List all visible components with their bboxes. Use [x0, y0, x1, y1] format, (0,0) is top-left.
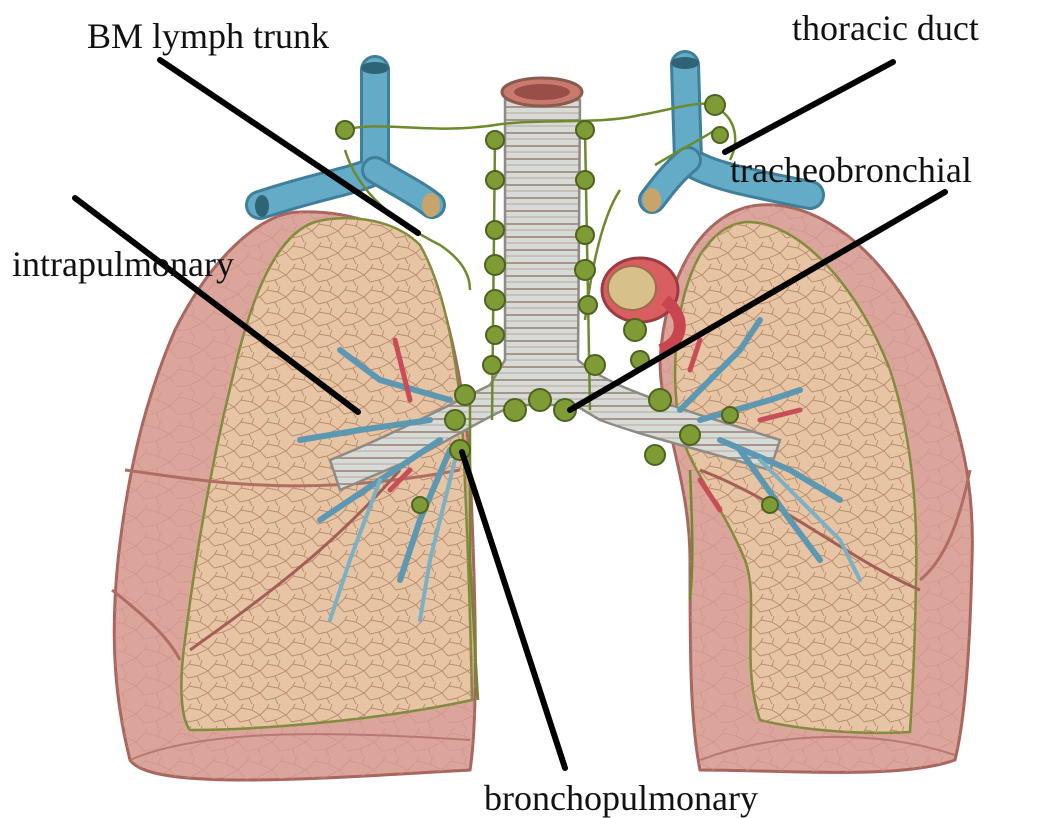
label-bronchopulmonary: bronchopulmonary — [484, 778, 758, 818]
label-thoracic-duct: thoracic duct — [792, 8, 979, 48]
left-lung — [112, 212, 475, 780]
label-bm-lymph-trunk: BM lymph trunk — [87, 16, 329, 56]
leader-line-bronchopulmonary — [462, 452, 565, 768]
label-intrapulmonary: intrapulmonary — [12, 244, 234, 284]
leader-line-thoracic-duct — [725, 62, 893, 152]
label-tracheobronchial: tracheobronchial — [730, 150, 972, 190]
